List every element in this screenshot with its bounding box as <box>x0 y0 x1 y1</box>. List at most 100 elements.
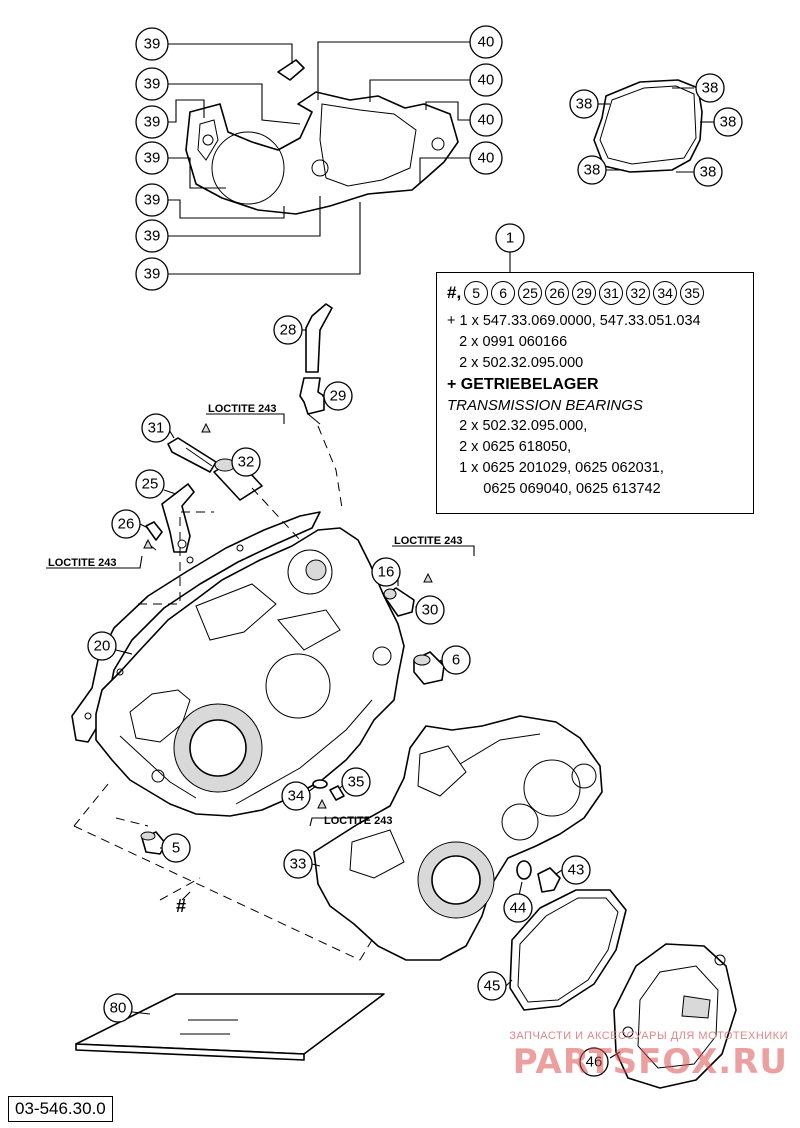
right-crankcase <box>313 715 603 961</box>
callout-label: 43 <box>568 862 585 879</box>
loctite-label: LOCTITE 243 <box>324 815 392 827</box>
callout-1: 1 <box>495 223 525 253</box>
callout-label: 34 <box>288 788 305 805</box>
callout-38: 38 <box>695 73 725 103</box>
callout-label: 20 <box>94 638 111 655</box>
callout-label: 26 <box>118 516 135 533</box>
callout-label: 39 <box>144 36 161 53</box>
loctite-label: LOCTITE 243 <box>394 535 462 547</box>
leaders-39 <box>168 43 361 275</box>
callout-40: 40 <box>469 103 503 137</box>
callout-40: 40 <box>469 25 503 59</box>
callout-38: 38 <box>577 155 607 185</box>
callout-34: 34 <box>281 781 311 811</box>
callout-39: 39 <box>135 219 169 253</box>
info-line: 2 x 0991 060166 <box>447 334 568 350</box>
callout-label: 45 <box>484 978 501 995</box>
callout-39: 39 <box>135 141 169 175</box>
leaders-upper-left <box>46 413 285 569</box>
callout-39: 39 <box>135 257 169 291</box>
callout-20: 20 <box>87 631 117 661</box>
ref-circle: 29 <box>572 281 597 305</box>
callout-label: 1 <box>506 230 514 247</box>
callout-6: 6 <box>441 645 471 675</box>
callout-39: 39 <box>135 27 169 61</box>
loctite-drops <box>143 422 433 809</box>
callout-label: 39 <box>144 150 161 167</box>
callout-label: 39 <box>144 76 161 93</box>
ref-circle: 35 <box>680 281 705 305</box>
callout-label: 40 <box>478 72 495 89</box>
callout-29: 29 <box>323 381 353 411</box>
bolt-31 <box>167 437 217 473</box>
plug-16 <box>383 587 415 617</box>
callout-43: 43 <box>561 855 591 885</box>
callout-38: 38 <box>693 157 723 187</box>
callout-label: 40 <box>478 150 495 167</box>
loctite-labels: LOCTITE 243 LOCTITE 243 LOCTITE 243 LOCT… <box>48 403 462 827</box>
callout-26: 26 <box>111 509 141 539</box>
callout-label: 32 <box>238 454 255 471</box>
bearing-6 <box>413 651 445 685</box>
callout-80: 80 <box>103 993 133 1023</box>
callout-label: 38 <box>702 80 719 97</box>
vent-nipple <box>299 377 325 425</box>
callout-label: 6 <box>452 652 460 669</box>
ref-circle: 25 <box>518 281 543 305</box>
callout-label: 28 <box>280 322 297 339</box>
vent-hose <box>305 303 333 373</box>
leader-46 <box>609 1051 621 1059</box>
leaders-40 <box>317 41 470 184</box>
oring-44-plug-43 <box>516 860 561 893</box>
callout-28: 28 <box>273 315 303 345</box>
diagram-reference-code: 03-546.30.0 <box>8 1096 113 1122</box>
callout-label: 39 <box>144 114 161 131</box>
loctite-label: LOCTITE 243 <box>208 403 276 415</box>
callout-label: 33 <box>290 856 307 873</box>
ref-circle: 6 <box>491 281 516 305</box>
callout-44: 44 <box>503 893 533 923</box>
left-crankcase <box>84 527 405 817</box>
callout-38: 38 <box>713 107 743 137</box>
bracket-25 <box>161 483 195 553</box>
ref-circle: 34 <box>653 281 678 305</box>
callout-46: 46 <box>579 1047 609 1077</box>
ignition-cover-gasket <box>593 79 703 173</box>
callout-32: 32 <box>231 447 261 477</box>
parts-info-box: #, 5 6 25 26 29 31 32 34 35 + 1 x 547.33… <box>436 272 754 514</box>
spacer-32 <box>213 457 263 501</box>
hose-dash-line <box>317 425 343 509</box>
hash-leader <box>181 891 191 901</box>
callout-label: 35 <box>348 774 365 791</box>
bearing-line: 0625 069040, 0625 613742 <box>447 481 661 497</box>
info-line: + 1 x 547.33.069.0000, 547.33.051.034 <box>447 313 701 329</box>
callout-40: 40 <box>469 141 503 175</box>
info-heading: + GETRIEBELAGER <box>447 376 599 393</box>
callout-label: 39 <box>144 266 161 283</box>
ref-circle: 32 <box>626 281 651 305</box>
callout-label: 30 <box>422 602 439 619</box>
callout-16: 16 <box>371 557 401 587</box>
leader-80 <box>131 1011 151 1015</box>
hash-mark: # <box>176 896 186 916</box>
callout-39: 39 <box>135 183 169 217</box>
callout-39: 39 <box>135 105 169 139</box>
leaders-38 <box>598 87 714 173</box>
ref-list: #, 5 6 25 26 29 31 32 34 35 <box>447 281 743 305</box>
callout-label: 38 <box>584 162 601 179</box>
callout-label: 38 <box>720 114 737 131</box>
callout-label: 40 <box>478 112 495 129</box>
info-subheading: TRANSMISSION BEARINGS <box>447 397 643 414</box>
ref-prefix: #, <box>447 283 462 302</box>
dowel-34-35 <box>312 779 345 801</box>
bearing-line: 1 x 0625 201029, 0625 062031, <box>447 460 664 476</box>
callout-25: 25 <box>135 469 165 499</box>
callout-label: 31 <box>148 420 165 437</box>
callout-label: 38 <box>700 164 717 181</box>
loctite-label: LOCTITE 243 <box>48 557 116 569</box>
callout-label: 80 <box>110 1000 127 1017</box>
cylinder-base-gasket <box>185 91 459 215</box>
callout-30: 30 <box>415 595 445 625</box>
callout-35: 35 <box>341 767 371 797</box>
